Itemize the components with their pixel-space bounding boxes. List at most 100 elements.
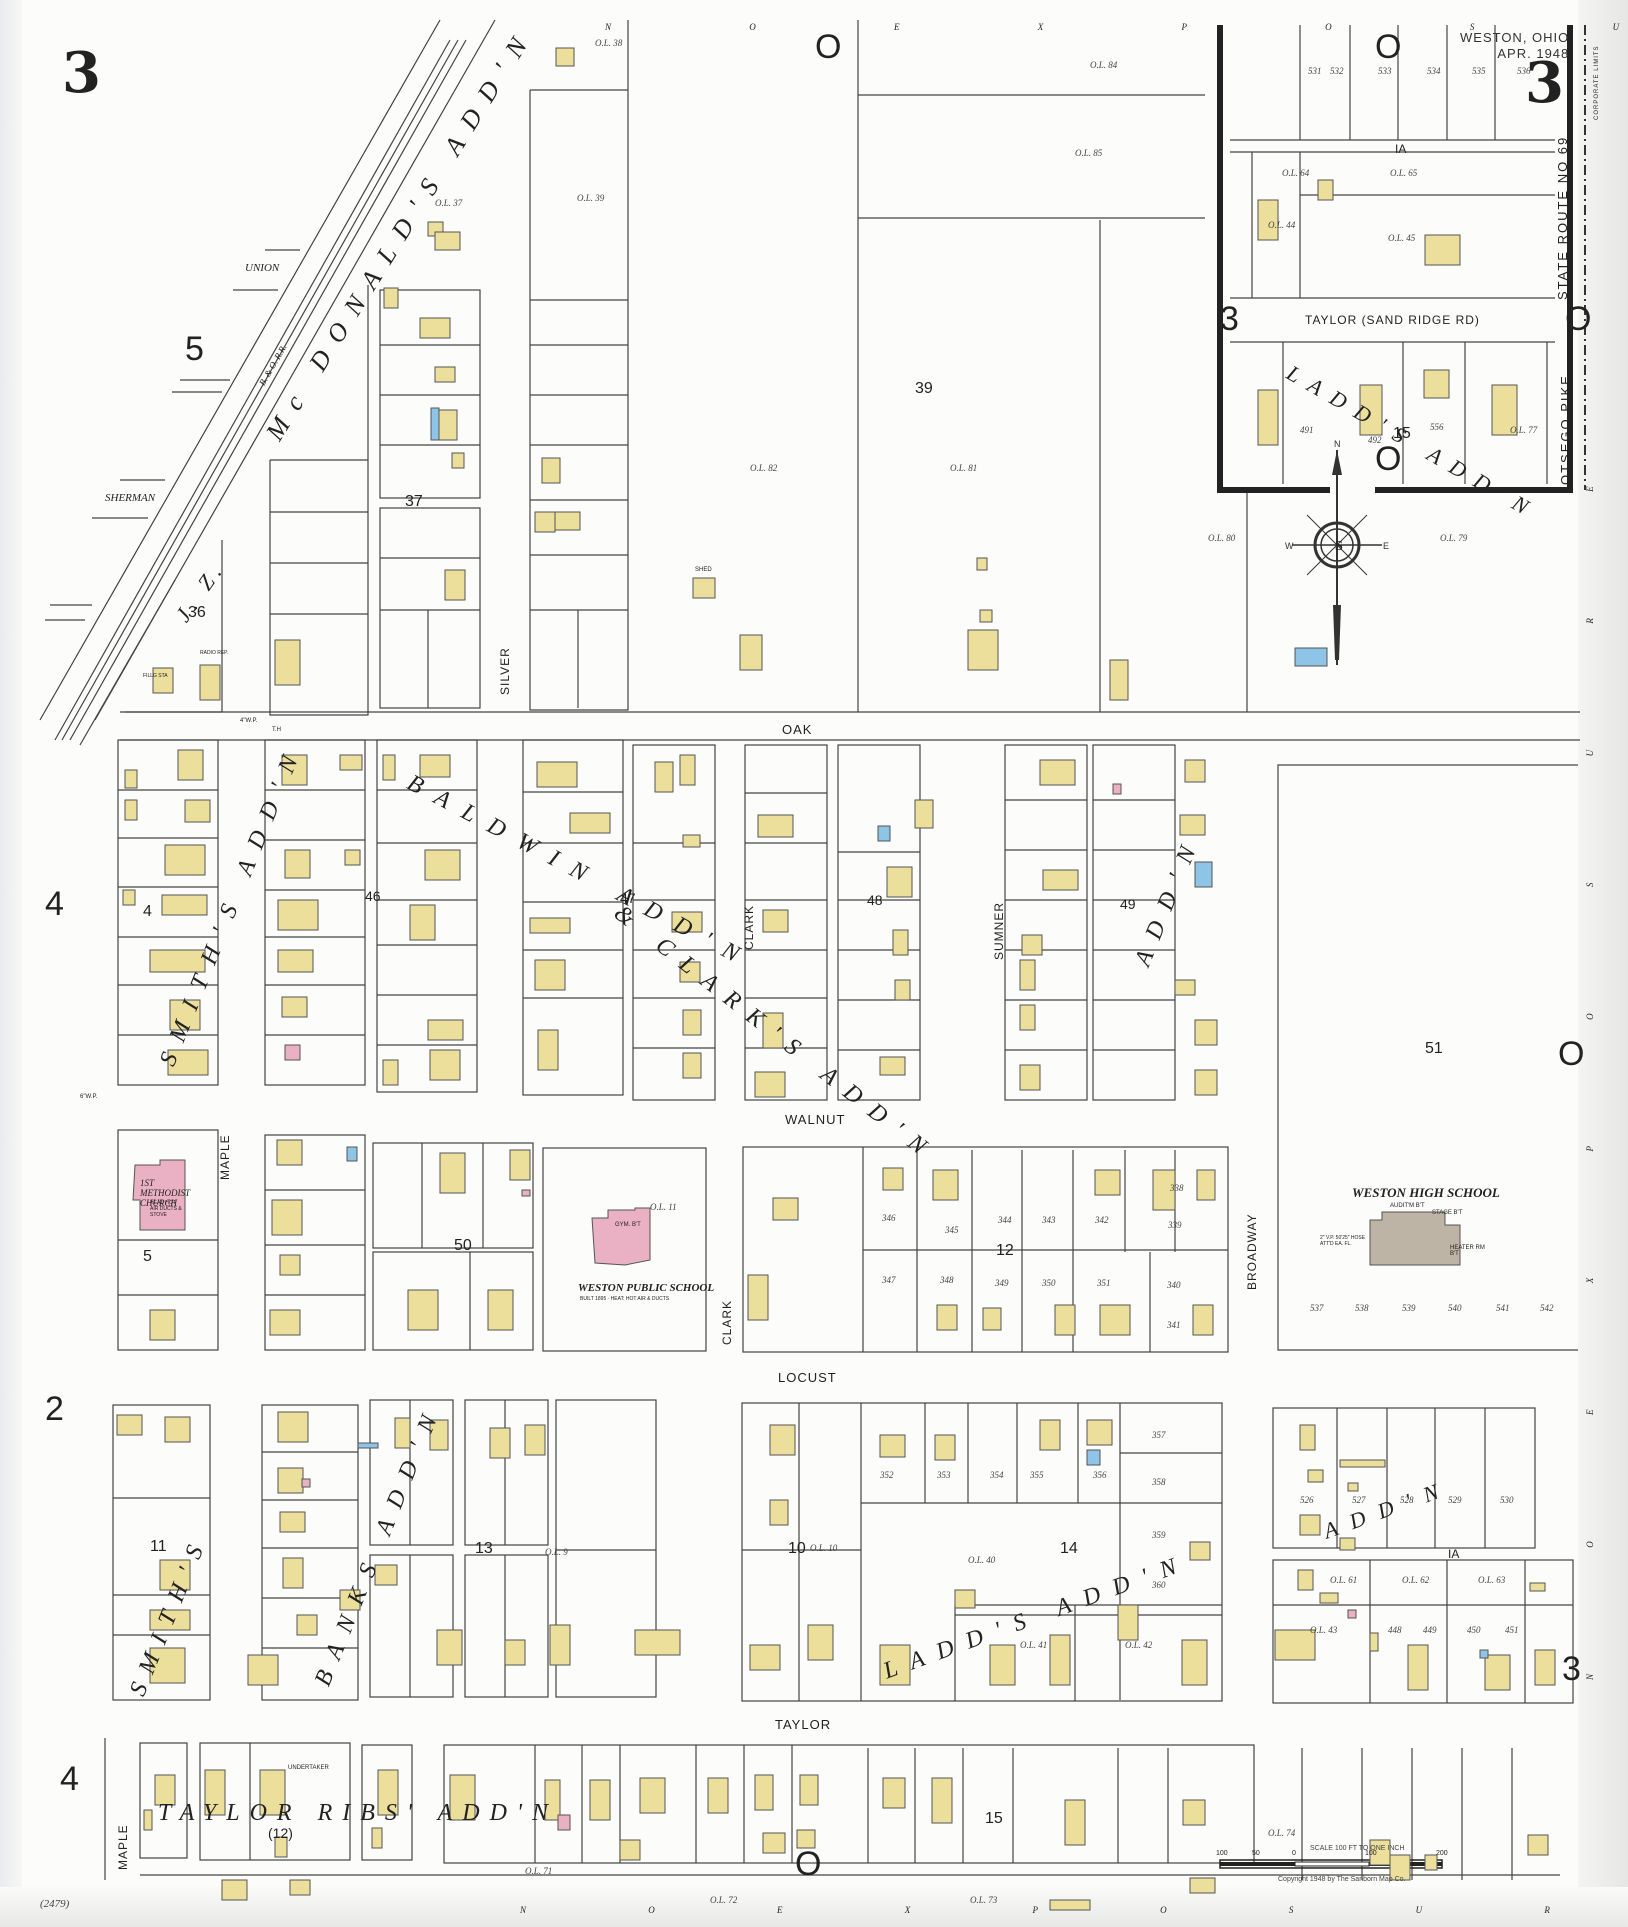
church-name: 1ST METHODIST CHURCH bbox=[140, 1178, 190, 1208]
block-5: 5 bbox=[143, 1248, 152, 1265]
undertaker-label: UNDERTAKER bbox=[288, 1765, 329, 1771]
buildings-stone bbox=[1369, 1211, 1461, 1266]
svg-text:E: E bbox=[1383, 541, 1389, 551]
railroad bbox=[39, 19, 496, 746]
water-pipe-label: 6"W.P. bbox=[80, 1094, 98, 1100]
water-pipe-small-label: 4"W.P. bbox=[240, 718, 258, 724]
lot-449: 449 bbox=[1423, 1625, 1437, 1635]
lot-355: 355 bbox=[1030, 1470, 1044, 1480]
sheet-ref-3-right: 3 bbox=[1562, 1650, 1581, 1688]
exposure-right: N O E X P O S U R E bbox=[1585, 424, 1595, 1680]
addition-taylor-ribs-num: (12) bbox=[268, 1825, 293, 1841]
lot-352: 352 bbox=[880, 1470, 894, 1480]
sheet-ref-o-top1: O bbox=[815, 28, 842, 66]
svg-text:N: N bbox=[1334, 439, 1341, 449]
scale-tick-100: 100 bbox=[1365, 1850, 1377, 1857]
svg-text:S: S bbox=[1335, 539, 1343, 554]
buildings-concrete bbox=[346, 407, 1489, 1659]
block-13: 13 bbox=[475, 1540, 493, 1557]
block-14: 14 bbox=[1060, 1540, 1078, 1557]
lot-536: 536 bbox=[1517, 66, 1531, 76]
south-blocks bbox=[104, 1738, 1560, 1880]
lot-538: 538 bbox=[1355, 1303, 1369, 1313]
lot-339: 339 bbox=[1168, 1220, 1182, 1230]
out-lot-79: O.L. 79 bbox=[1440, 533, 1468, 543]
lot-341: 341 bbox=[1167, 1320, 1181, 1330]
sheet-ref-o-inset-mid: O bbox=[1375, 440, 1402, 478]
scale-tick-200: 200 bbox=[1436, 1850, 1448, 1857]
sheet-ref-4: 4 bbox=[45, 885, 64, 923]
addition-taylor-ribs: TAYLOR RIBS' ADD'N bbox=[158, 1800, 559, 1826]
lot-346: 346 bbox=[882, 1213, 896, 1223]
scale-tick-100w: 100 bbox=[1216, 1850, 1228, 1857]
lot-342: 342 bbox=[1095, 1215, 1109, 1225]
lot-348: 348 bbox=[940, 1275, 954, 1285]
block-10: 10 bbox=[788, 1540, 806, 1557]
street-clark-south: CLARK bbox=[720, 1299, 734, 1345]
walnut-locust-blocks bbox=[117, 1129, 1229, 1353]
lot-529: 529 bbox=[1448, 1495, 1462, 1505]
out-lot-64: O.L. 64 bbox=[1282, 168, 1310, 178]
block-49: 49 bbox=[1120, 896, 1136, 912]
lot-542: 542 bbox=[1540, 1303, 1554, 1313]
lot-357: 357 bbox=[1152, 1430, 1166, 1440]
out-lot-81: O.L. 81 bbox=[950, 463, 978, 473]
public-school-name: WESTON PUBLIC SCHOOL bbox=[578, 1282, 715, 1294]
middle-blocks bbox=[117, 739, 1578, 1351]
lot-541: 541 bbox=[1496, 1303, 1510, 1313]
out-lot-37: O.L. 37 bbox=[435, 198, 463, 208]
out-lot-39: O.L. 39 bbox=[577, 193, 605, 203]
street-walnut: WALNUT bbox=[785, 1112, 846, 1127]
copyright: Copyright 1948 by The Sanborn Map Co. bbox=[1278, 1876, 1406, 1883]
out-lot-77: O.L. 77 bbox=[1510, 425, 1538, 435]
out-lot-40: O.L. 40 bbox=[968, 1555, 996, 1565]
state-route-label: STATE ROUTE NO 69 bbox=[1555, 135, 1570, 300]
street-sherman: SHERMAN bbox=[105, 492, 156, 504]
buildings-brick bbox=[132, 783, 1357, 1831]
out-lot-72: O.L. 72 bbox=[710, 1895, 738, 1905]
sheet-number-right: 3 bbox=[1525, 50, 1564, 116]
lot-354: 354 bbox=[990, 1470, 1004, 1480]
lot-534: 534 bbox=[1427, 66, 1441, 76]
block-39: 39 bbox=[915, 380, 933, 397]
church-notes: HEAT: HOT AIR DUCTS & STOVE bbox=[150, 1200, 182, 1218]
street-oak: OAK bbox=[782, 722, 813, 737]
sheet-edge-bottom bbox=[0, 1887, 1628, 1927]
public-school-gym: GYM. B'T bbox=[615, 1222, 641, 1228]
high-school-name: WESTON HIGH SCHOOL bbox=[1352, 1185, 1500, 1200]
sheet-ref-5: 5 bbox=[185, 330, 204, 368]
filling-station-label: FILLG STA bbox=[143, 673, 168, 679]
out-lot-71: O.L. 71 bbox=[525, 1866, 553, 1876]
street-taylor-inset: TAYLOR (SAND RIDGE RD) bbox=[1305, 313, 1480, 327]
street-taylor: TAYLOR bbox=[775, 1717, 832, 1732]
sheet-ref-o-right: O bbox=[1558, 1035, 1585, 1073]
out-lot-74: O.L. 74 bbox=[1268, 1828, 1296, 1838]
block-48: 48 bbox=[867, 892, 883, 908]
buildings-frame bbox=[116, 47, 1556, 1911]
block-51: 51 bbox=[1425, 1040, 1443, 1057]
corporate-limits-label: CORPORATE LIMITS bbox=[1594, 45, 1600, 120]
scale-tick-0: 0 bbox=[1292, 1850, 1296, 1857]
out-lot-43: O.L. 43 bbox=[1310, 1625, 1338, 1635]
sheet-ref-2: 2 bbox=[45, 1390, 64, 1428]
lot-531: 531 bbox=[1308, 66, 1322, 76]
date-label: APR. 1948 bbox=[1497, 46, 1570, 61]
lot-540: 540 bbox=[1448, 1303, 1462, 1313]
scale-label: SCALE 100 FT TO ONE INCH bbox=[1310, 1845, 1405, 1852]
block-4: 4 bbox=[143, 903, 152, 920]
out-lot-73: O.L. 73 bbox=[970, 1895, 998, 1905]
exposure-bottom: N O E X P O S U R E bbox=[520, 1905, 1628, 1915]
street-ia-east: IA bbox=[1448, 1547, 1460, 1561]
fire-hydrant-label: T.H bbox=[272, 727, 281, 733]
lot-527: 527 bbox=[1352, 1495, 1366, 1505]
sheet-edge-left bbox=[0, 0, 22, 1927]
lot-450: 450 bbox=[1467, 1625, 1481, 1635]
lot-532: 532 bbox=[1330, 66, 1344, 76]
street-stubs-west bbox=[45, 249, 300, 621]
sheet-number-left: 3 bbox=[62, 40, 101, 106]
lot-359: 359 bbox=[1152, 1530, 1166, 1540]
block-46: 46 bbox=[365, 888, 381, 904]
city-label: WESTON, OHIO bbox=[1460, 30, 1570, 45]
street-maple-south: MAPLE bbox=[116, 1824, 130, 1870]
